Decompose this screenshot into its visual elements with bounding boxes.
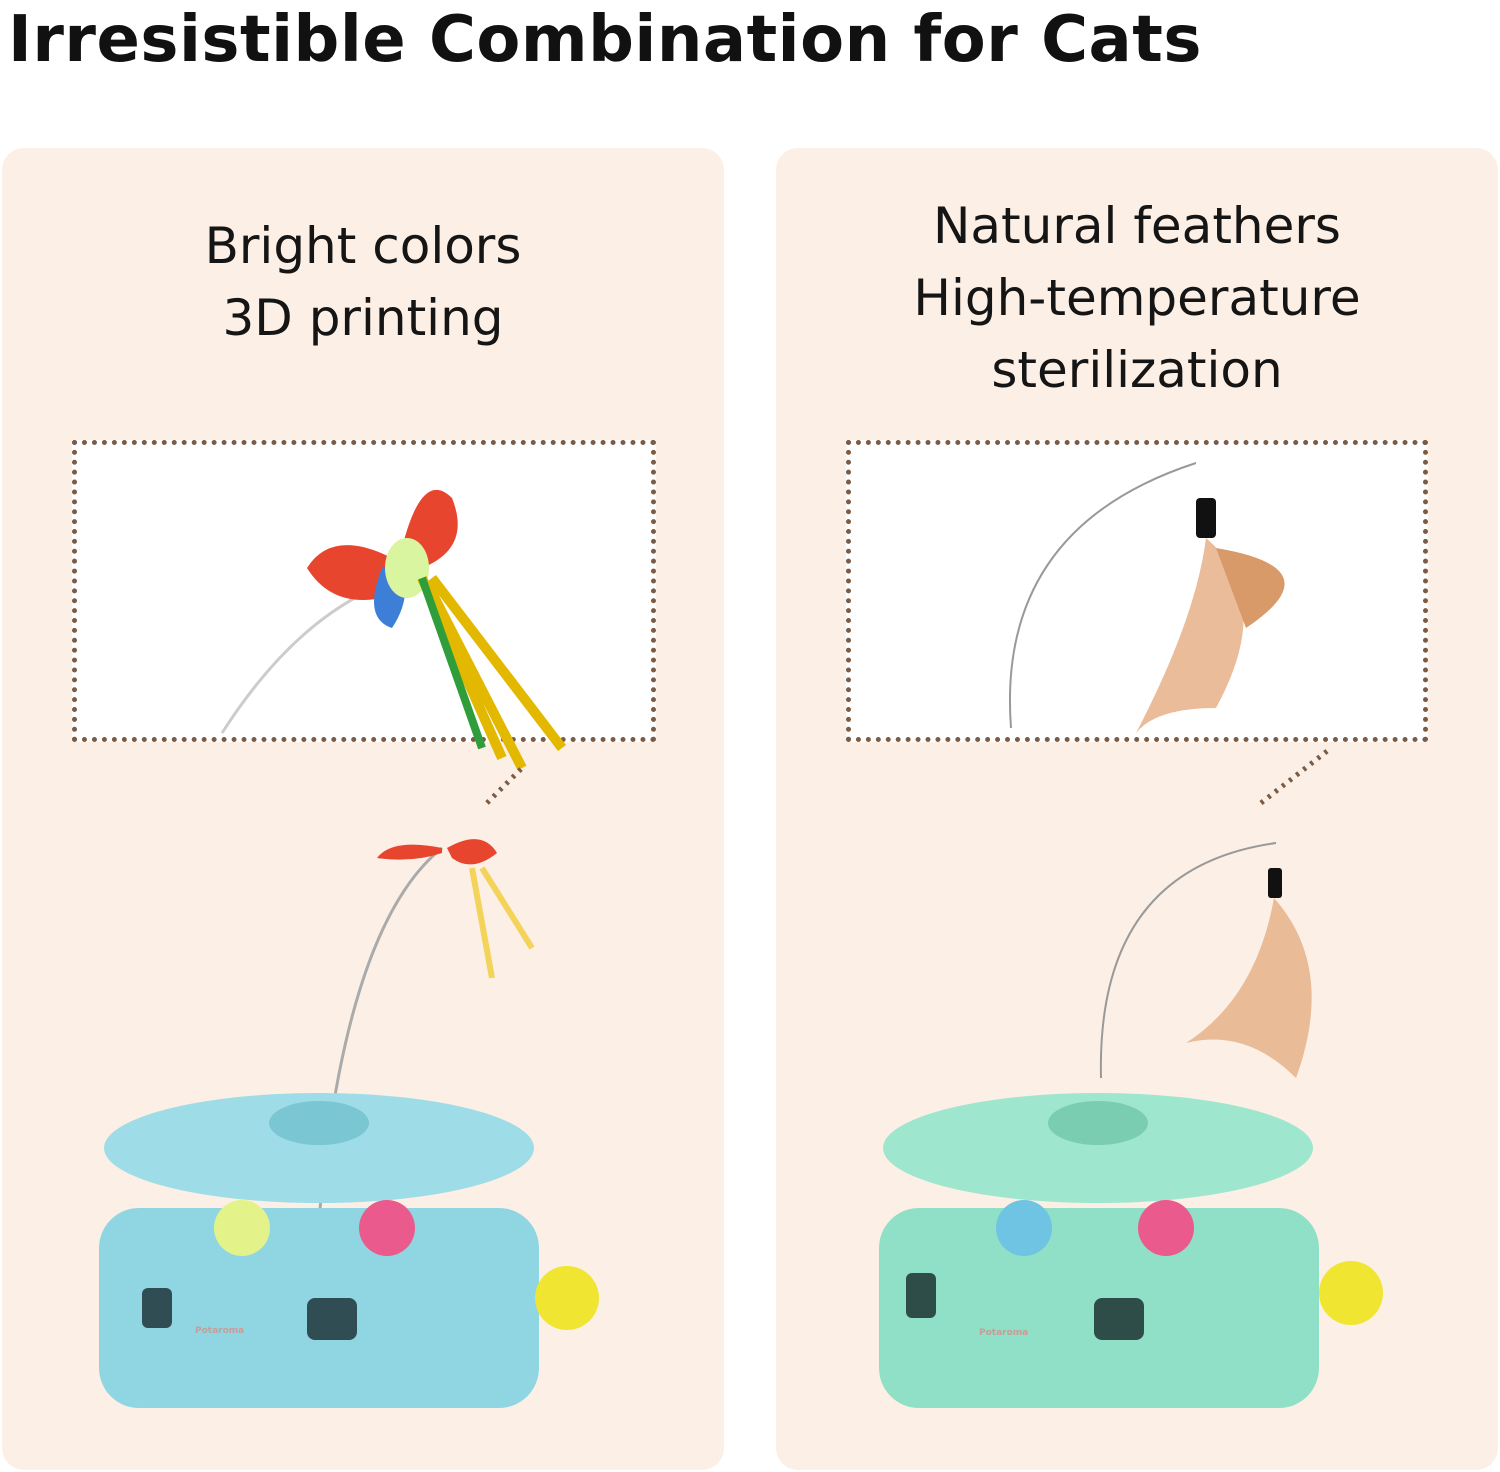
headline: Irresistible Combination for Cats (8, 3, 1202, 77)
panel-butterfly: Bright colors 3D printing (2, 148, 724, 1470)
butterfly-toy-illustration (99, 489, 599, 1408)
caption-line: Bright colors (204, 217, 522, 275)
toy-base (879, 1093, 1383, 1408)
caption-line: High-temperature (913, 269, 1361, 327)
butterfly-small (377, 839, 535, 979)
caption-line: 3D printing (222, 289, 504, 347)
panel-feather: Natural feathers High-temperature steril… (776, 148, 1498, 1470)
caption-line: sterilization (991, 341, 1283, 399)
brand-logo: Potaroma (979, 1328, 1029, 1338)
caption: Bright colors 3D printing (2, 210, 724, 354)
zoom-callout-box (72, 440, 656, 742)
toy-base (99, 1093, 599, 1408)
feather-toy-illustration (879, 462, 1383, 1408)
caption: Natural feathers High-temperature steril… (776, 190, 1498, 406)
butterfly-large (307, 489, 566, 771)
caption-line: Natural feathers (933, 197, 1341, 255)
brand-logo: Potaroma (195, 1326, 245, 1336)
zoom-callout-box (846, 440, 1428, 742)
